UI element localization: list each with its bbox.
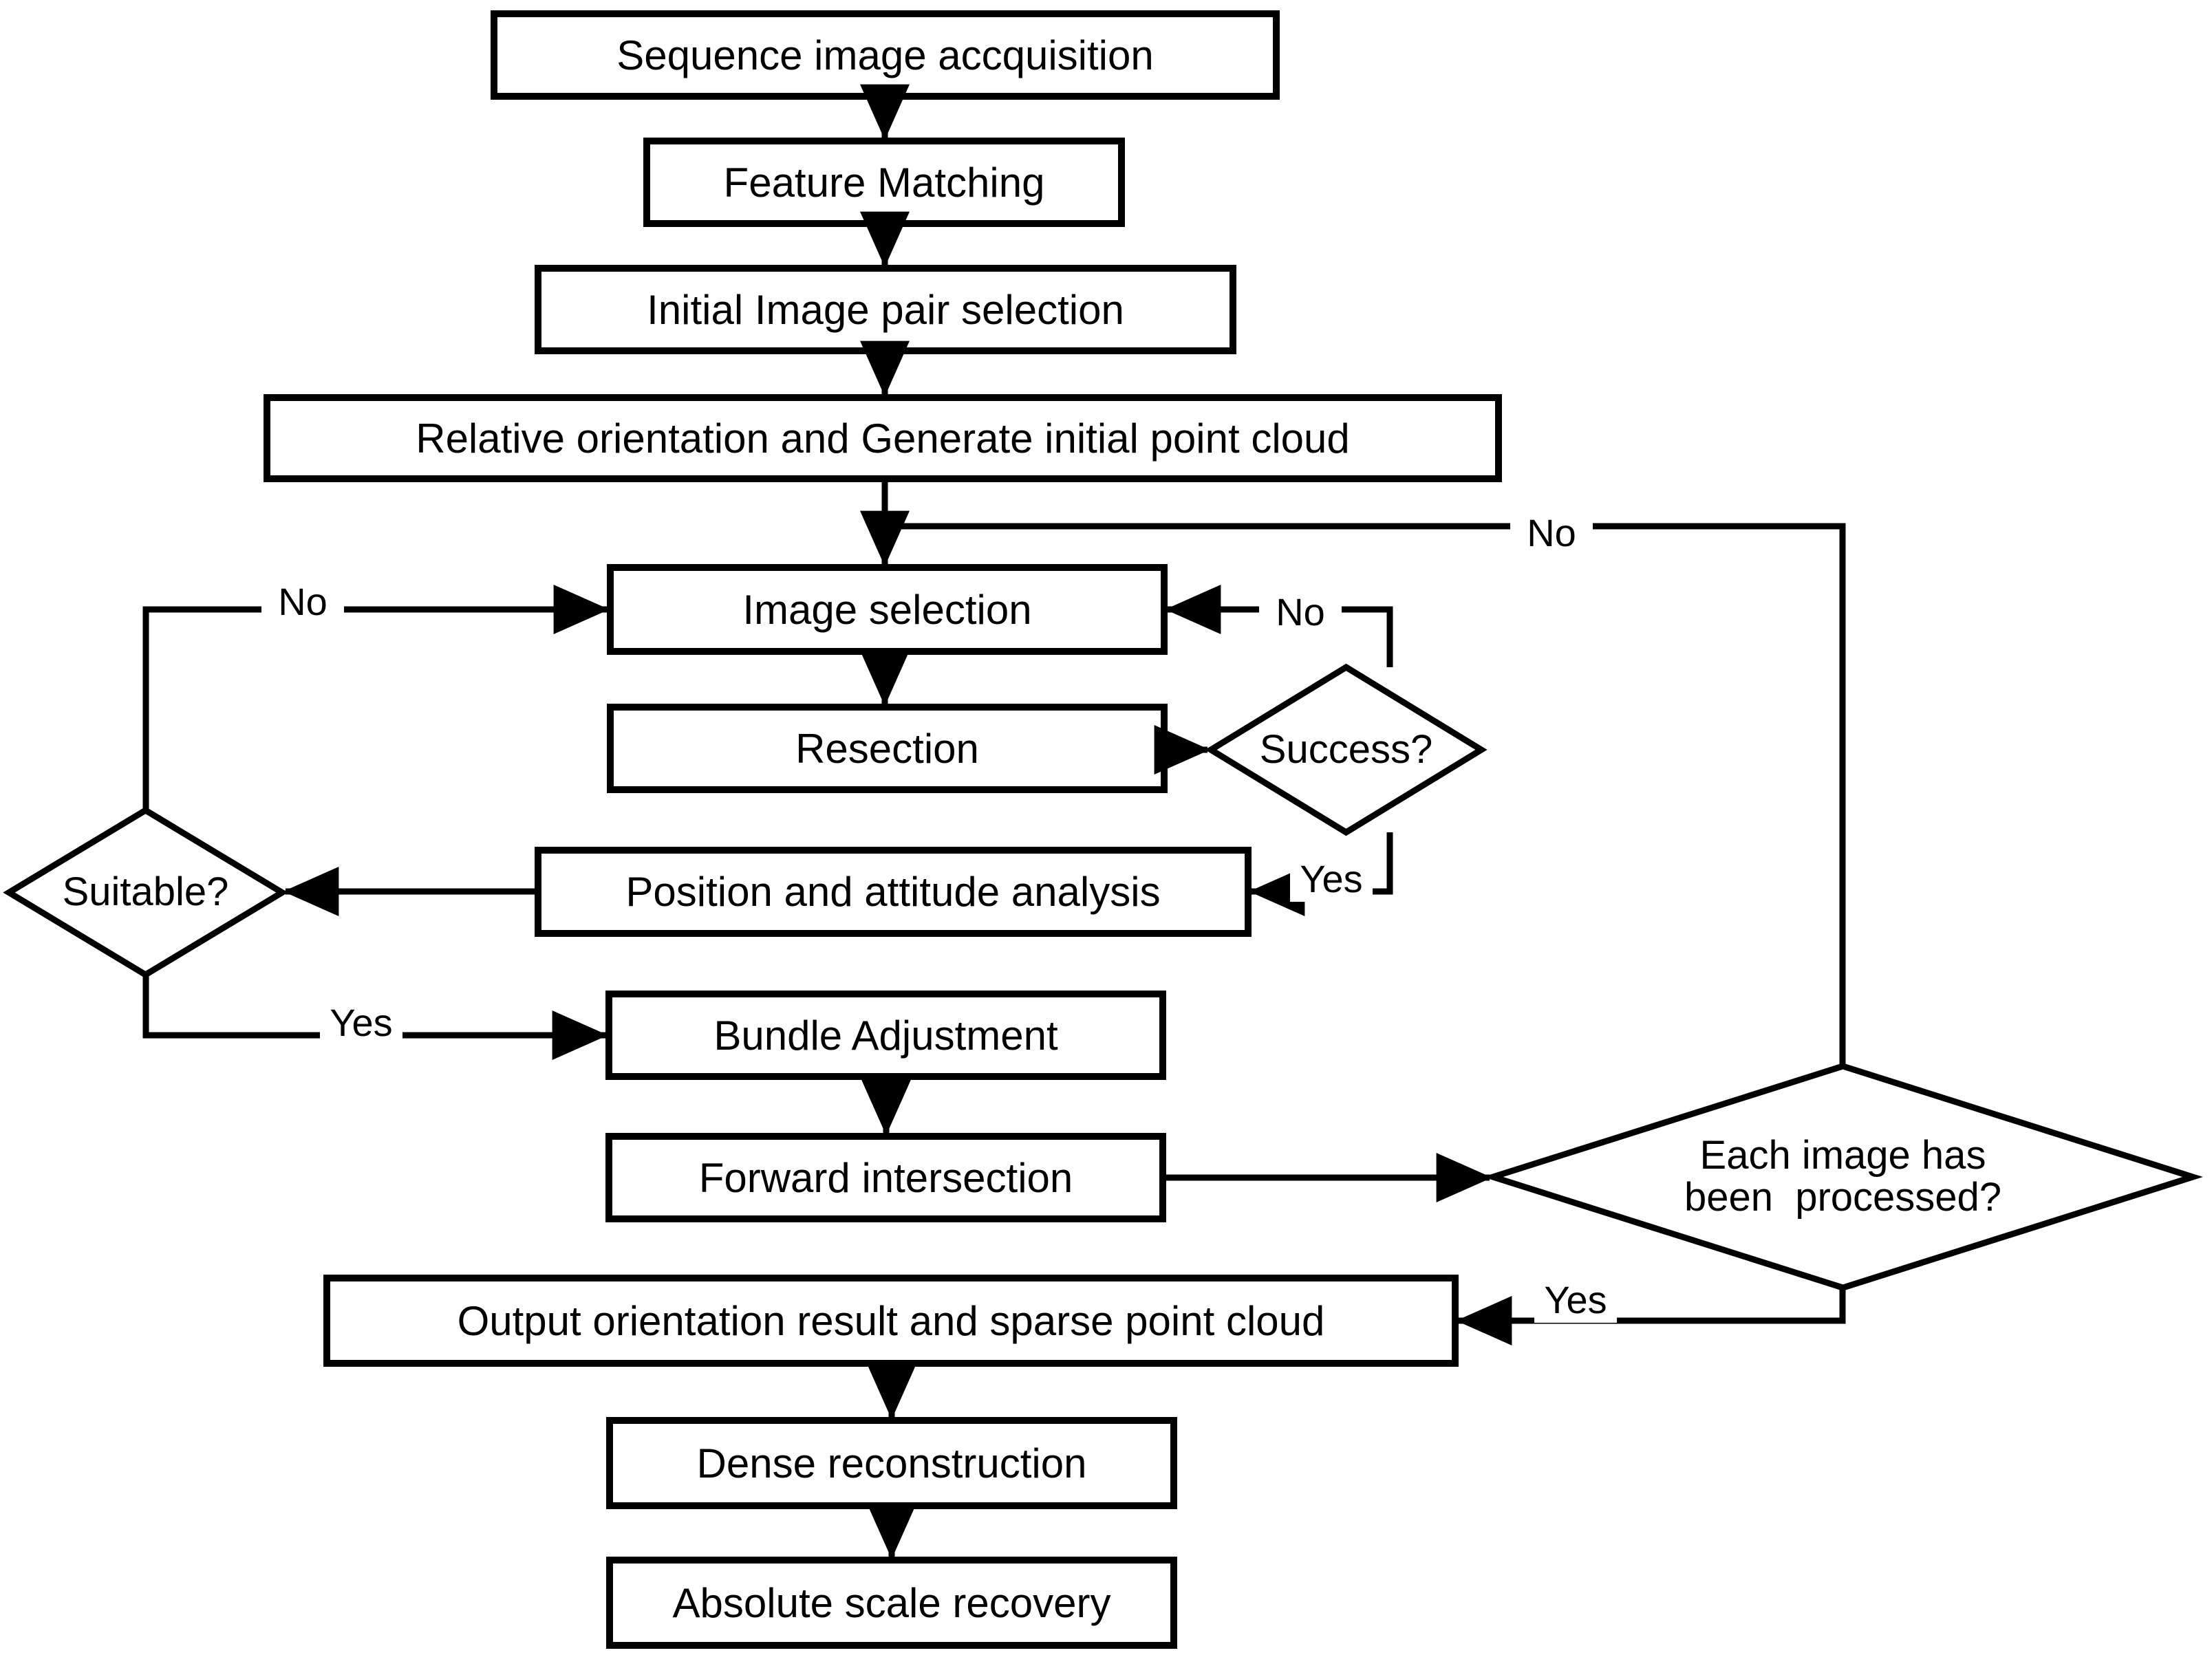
node-n2-process bbox=[643, 138, 1125, 227]
node-n6-process bbox=[607, 704, 1168, 793]
edge-label-l2: No bbox=[261, 578, 344, 625]
node-n7-decision bbox=[1205, 663, 1488, 836]
node-n9-decision bbox=[3, 806, 288, 979]
node-n1-process bbox=[491, 10, 1280, 100]
node-n3-process bbox=[535, 265, 1236, 354]
edge-label-l1: No bbox=[1510, 509, 1593, 556]
node-n13-process bbox=[323, 1275, 1459, 1367]
node-n5-process bbox=[607, 564, 1168, 655]
edge-label-l5: Yes bbox=[320, 999, 402, 1046]
node-n15-process bbox=[606, 1557, 1177, 1649]
node-n10-process bbox=[605, 991, 1166, 1080]
edge-n12-n5-no bbox=[885, 523, 1846, 1066]
edge-label-l6: Yes bbox=[1534, 1276, 1617, 1323]
node-n12-decision bbox=[1483, 1063, 2203, 1291]
edge-n9-n10-yes bbox=[142, 975, 608, 1060]
edge-n7-n5-no bbox=[1165, 585, 1393, 667]
edge-label-l3: No bbox=[1259, 588, 1342, 635]
node-n11-process bbox=[605, 1133, 1166, 1222]
node-n14-process bbox=[606, 1417, 1177, 1509]
edge-n9-n5-no bbox=[142, 585, 610, 810]
node-n4-process bbox=[264, 394, 1502, 482]
node-n8-process bbox=[535, 847, 1252, 937]
edge-n12-n13-yes bbox=[1456, 1288, 1846, 1345]
edge-label-l4: Yes bbox=[1290, 855, 1373, 902]
